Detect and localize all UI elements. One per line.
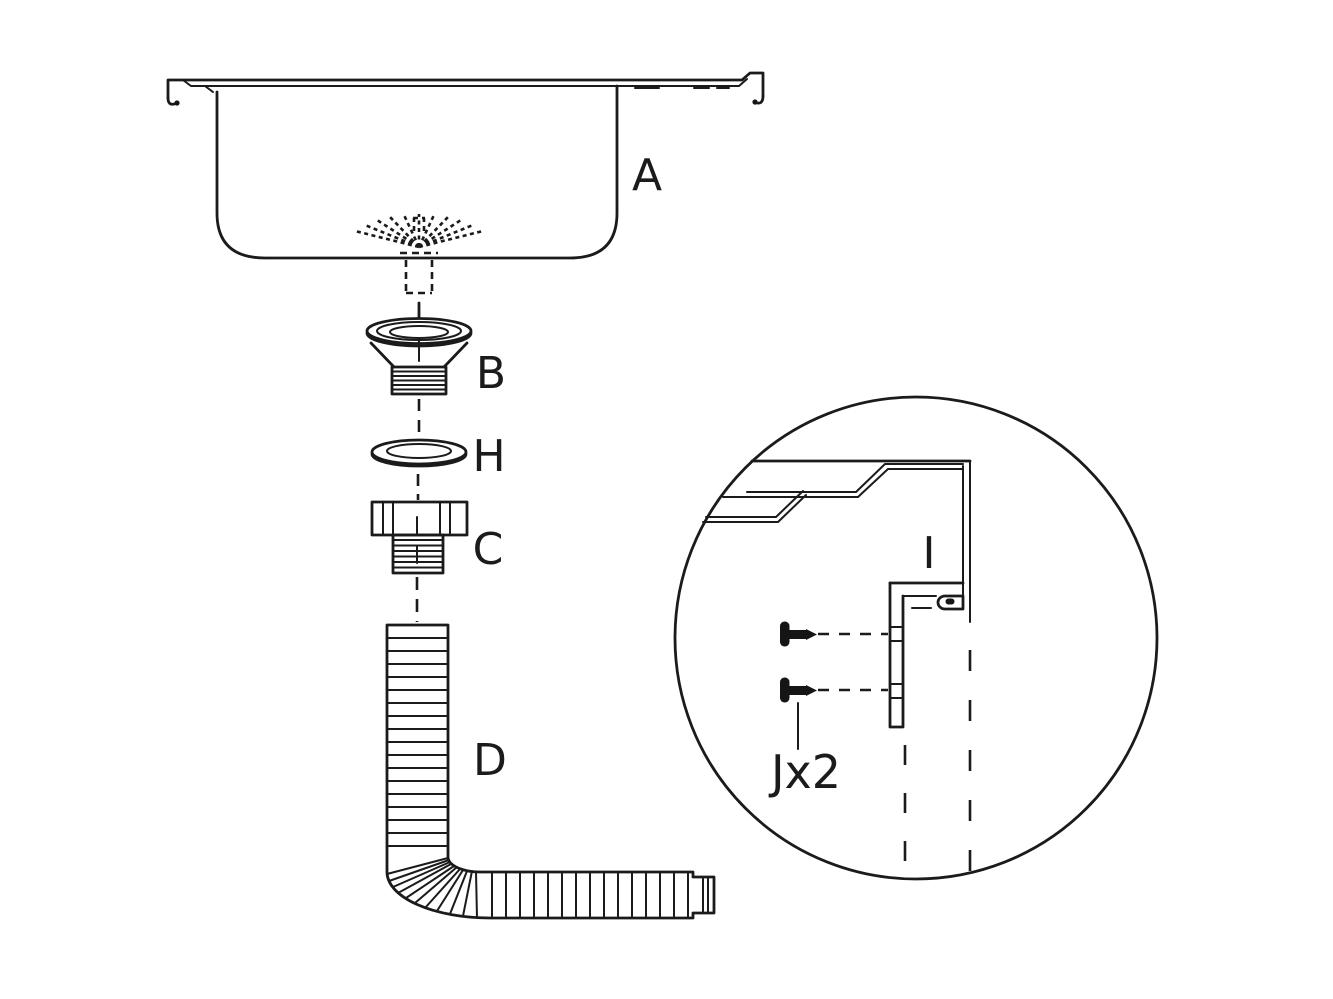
rim-section-lines	[702, 459, 972, 523]
locknut-drawing	[370, 500, 469, 575]
corrugated-hose-drawing	[385, 623, 716, 920]
gasket-ring-drawing	[370, 438, 468, 468]
strainer-flange-drawing	[365, 317, 473, 396]
detail-circle	[673, 395, 1159, 881]
label-hose: D	[473, 735, 507, 786]
label-screws-quantity: Jx2	[768, 745, 841, 799]
label-locknut: C	[473, 524, 504, 575]
screw-icon	[780, 677, 888, 703]
hidden-drain-detail	[354, 214, 484, 320]
label-strainer: B	[476, 348, 506, 399]
label-sink: A	[632, 150, 662, 201]
label-clip: I	[923, 528, 936, 579]
label-gasket: H	[472, 431, 505, 482]
sink-basin-drawing	[166, 71, 765, 260]
rim-clip-drawing	[888, 581, 965, 729]
screw-icon	[780, 621, 888, 647]
